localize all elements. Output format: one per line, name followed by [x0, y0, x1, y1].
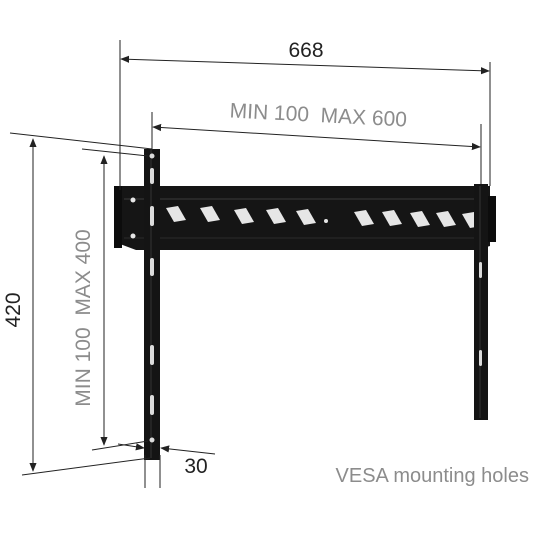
vertical-vesa-label: MIN 100 MAX 400: [72, 229, 95, 406]
horizontal-vesa-label: MIN 100 MAX 600: [229, 99, 407, 131]
horizontal-vesa-dimension: [151, 112, 482, 184]
height-dimension: [9, 132, 153, 476]
left-arm-holes: [149, 153, 155, 443]
depth-dimension: [117, 443, 216, 488]
vertical-vesa-dimension: [81, 148, 149, 451]
height-total-label: 420: [2, 292, 25, 327]
width-dimension: [119, 40, 491, 190]
vesa-caption: VESA mounting holes: [336, 465, 529, 487]
right-arm-holes: [479, 262, 482, 366]
left-vertical-arm: [144, 149, 160, 460]
width-total-label: 668: [288, 39, 323, 62]
tv-wall-bracket: [114, 149, 496, 460]
depth-label: 30: [184, 455, 207, 478]
right-vertical-arm: [474, 184, 488, 420]
